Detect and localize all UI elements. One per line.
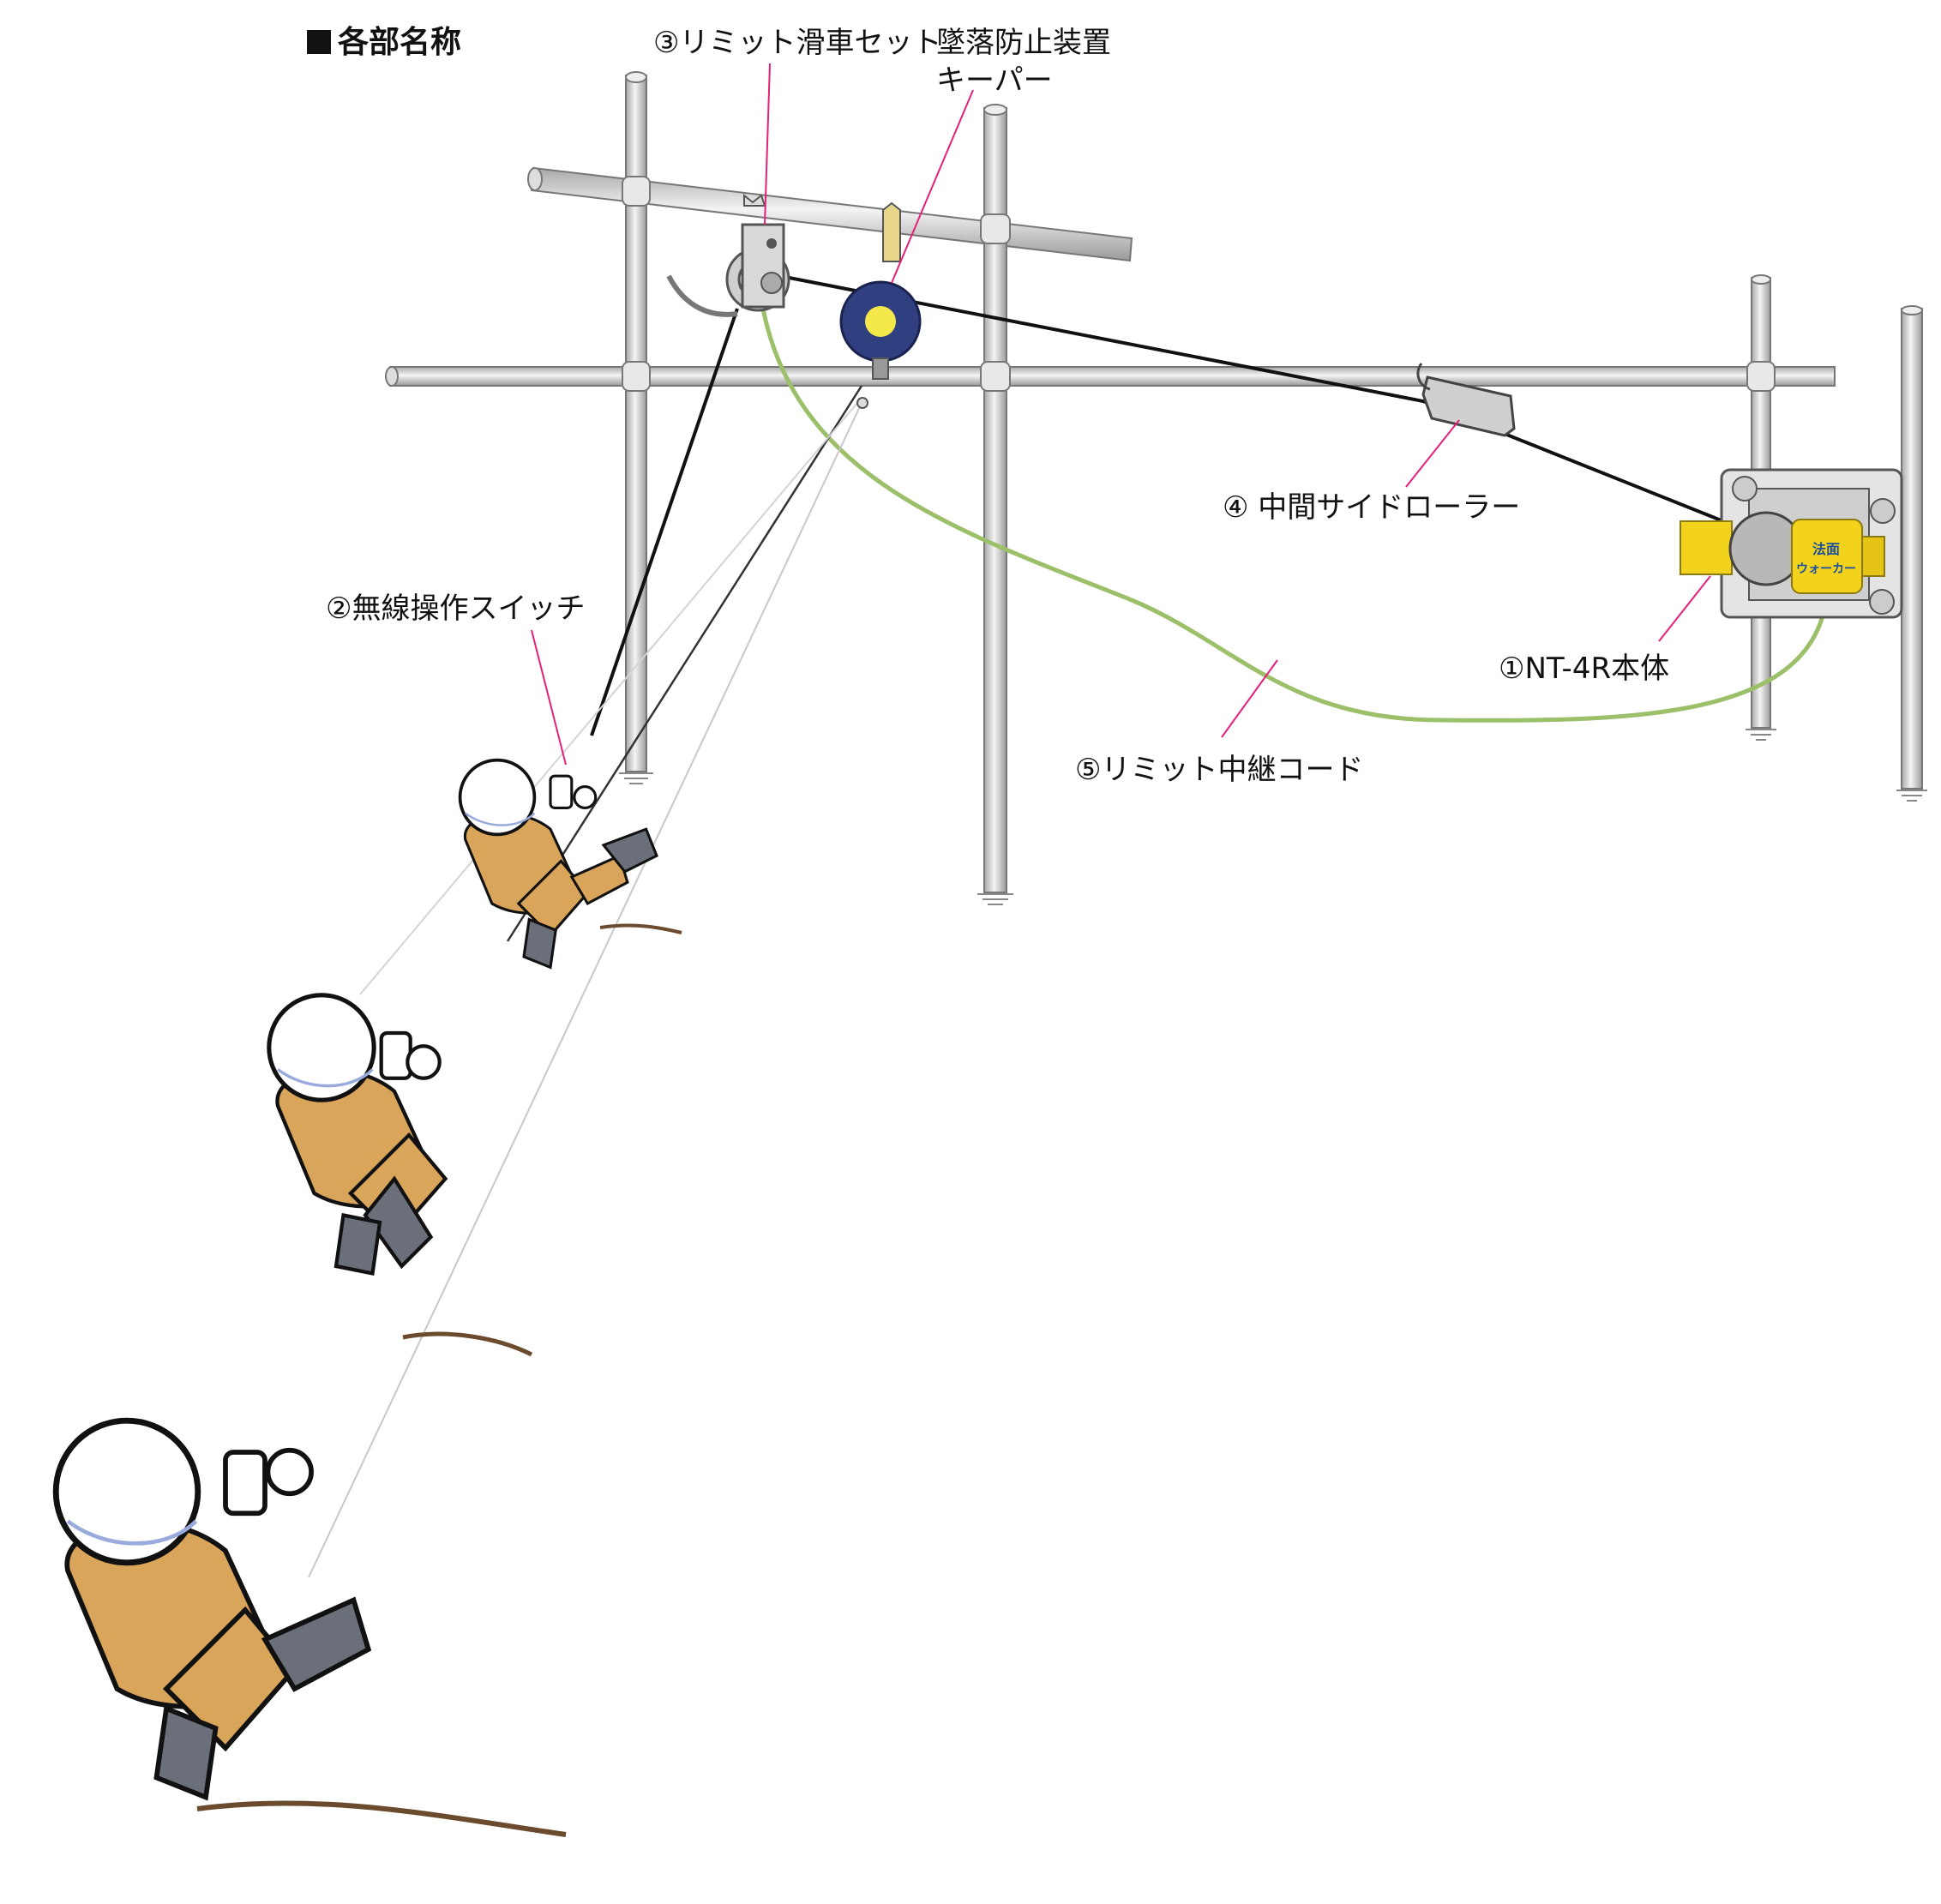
- unit-logo-line2: ウォーカー: [1796, 562, 1856, 576]
- side-roller: [1416, 363, 1516, 437]
- lifeline-2: [308, 402, 862, 1578]
- limit-pulley: [666, 193, 790, 317]
- unit-logo-line1: 法面: [1812, 541, 1840, 557]
- heading-square-icon: [307, 30, 331, 54]
- heading-text: 各部名称: [338, 25, 462, 60]
- main-rope: [771, 273, 1750, 533]
- label-side-roller: ④ 中間サイドローラー: [1223, 490, 1521, 525]
- relay-cord: [760, 308, 1829, 723]
- nt4r-unit: 法面 ウォーカー: [1680, 468, 1903, 619]
- scaffolding: [385, 71, 1927, 905]
- heading: 各部名称: [307, 17, 461, 62]
- slope-shading: [196, 1800, 567, 1837]
- label-relay-cord: ⑤リミット中継コード: [1075, 753, 1364, 787]
- keeper-lifeline: [506, 385, 863, 942]
- work-rope: [590, 308, 739, 736]
- worker-bottom: [52, 1417, 372, 1801]
- label-wireless-switch: ②無線操作スイッチ: [326, 592, 586, 626]
- worker-top: [458, 758, 658, 970]
- leader-lines: [531, 63, 1711, 766]
- fall-arrest-keeper: [839, 201, 922, 409]
- label-fall-arrest-line2: キーパー: [936, 63, 1053, 98]
- label-fall-arrest-line1: 墜落防止装置: [936, 26, 1111, 60]
- lifeline-3: [359, 402, 858, 995]
- label-limit-pulley: ③リミット滑車セット: [653, 26, 942, 60]
- worker-middle: [267, 993, 448, 1276]
- label-main-unit: ①NT-4R本体: [1499, 652, 1670, 686]
